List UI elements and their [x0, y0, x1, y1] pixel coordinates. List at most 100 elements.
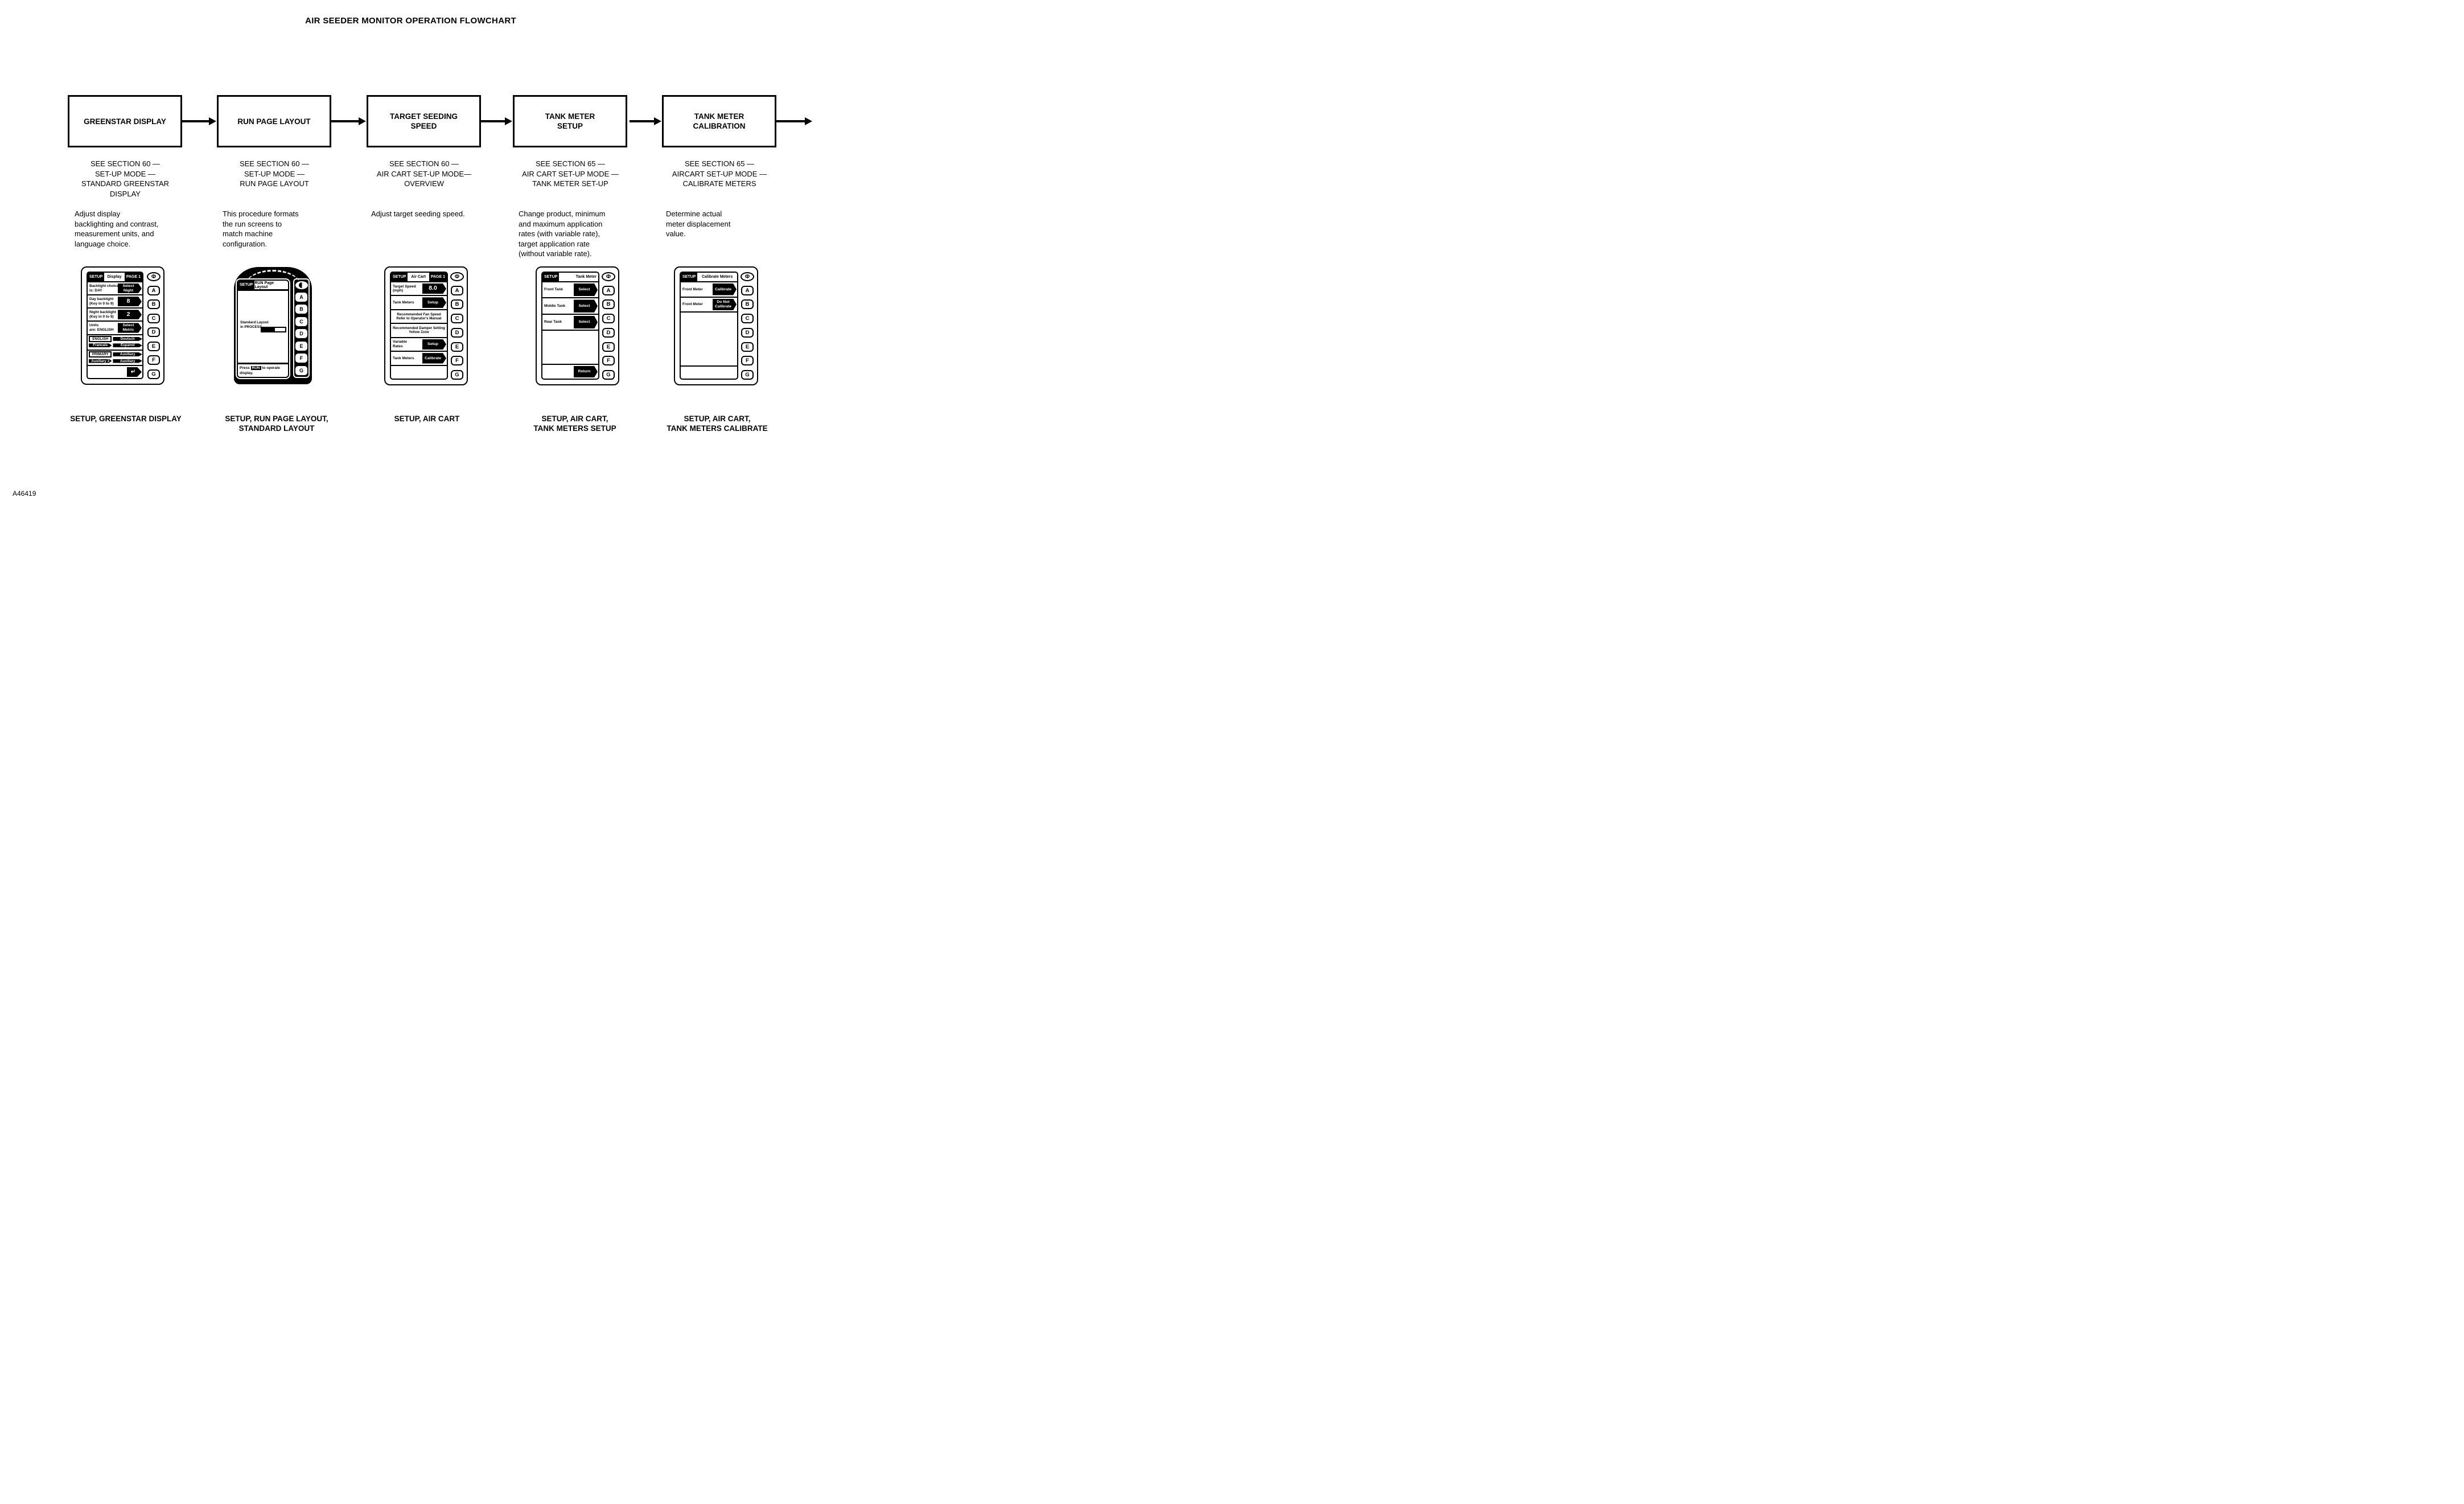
row-label: Night backlight (Key in 0 to 9)	[89, 310, 116, 319]
section-ref-4: SEE SECTION 65 — AIR CART SET-UP MODE — …	[522, 159, 619, 188]
key-g: G	[602, 369, 615, 380]
row-label: Variable Rates	[393, 340, 407, 348]
row-note: Recommended Damper Setting Yellow Zone	[393, 326, 445, 335]
key-column: Φ A B C D E F G	[146, 272, 162, 379]
row-chip: Select Metric	[118, 323, 142, 333]
screen-row-f: Tank Meters Calibrate	[391, 352, 447, 366]
return-chip: Return	[574, 365, 598, 378]
flow-arrow-4-icon	[630, 117, 661, 125]
flow-arrow-2-icon	[331, 117, 366, 125]
device-caption-2: SETUP, RUN PAGE LAYOUT, STANDARD LAYOUT	[225, 414, 328, 433]
display-option: Auxiliary	[113, 352, 142, 356]
status-text: Standard Layout in PROCESS	[240, 320, 269, 329]
key-e: E	[602, 342, 615, 352]
key-f: F	[147, 355, 160, 365]
key-c: C	[451, 314, 463, 324]
screen-footer-row: Return	[542, 365, 598, 379]
key-b: B	[602, 299, 615, 310]
screen-title: Air Cart	[411, 275, 426, 279]
key-d: D	[451, 327, 463, 338]
key-d: D	[295, 329, 307, 339]
setup-chip: SETUP	[88, 273, 105, 281]
footer-text: to operate	[262, 366, 280, 370]
key-b: B	[295, 305, 307, 314]
monitor-setup-run-page-layout: SETUP RUN Page Layout Standard Layout in…	[234, 267, 312, 384]
screen-header: SETUP Display PAGE 1	[88, 273, 142, 282]
device-caption-4: SETUP, AIR CART, TANK METERS SETUP	[533, 414, 616, 433]
row-note: Recommended Fan Speed Refer to Operator'…	[396, 312, 442, 321]
description-4: Change product, minimum and maximum appl…	[519, 209, 606, 258]
power-icon: Φ	[147, 272, 161, 281]
page-chip: PAGE 1	[429, 273, 447, 281]
key-d: D	[741, 327, 754, 338]
contrast-icon	[295, 281, 308, 289]
key-a: A	[602, 285, 615, 295]
key-column: Φ A B C D E F G	[600, 272, 616, 380]
language-option: Deutsch	[113, 336, 142, 341]
key-b: B	[147, 299, 160, 310]
key-f: F	[741, 356, 754, 366]
screen-footer-row	[681, 367, 737, 379]
flow-box-target-seeding-speed: TARGET SEEDING SPEED	[367, 95, 481, 147]
row-label: Tank Meters	[393, 356, 414, 360]
screen-row-b: Front Meter Do Not Calibrate	[681, 298, 737, 313]
monitor-screen: SETUP RUN Page Layout Standard Layout in…	[237, 280, 289, 378]
figure-code: A46419	[13, 490, 36, 498]
screen-row-d: Recommended Damper Setting Yellow Zone	[391, 324, 447, 338]
screen-row-b: Tank Meters Setup	[391, 296, 447, 310]
monitor-setup-display: SETUP Display PAGE 1 Backlight choice is…	[81, 266, 164, 385]
footer-text: Press	[240, 366, 250, 370]
section-ref-1: SEE SECTION 60 — SET-UP MODE — STANDARD …	[81, 159, 170, 198]
screen-header: SETUP Calibrate Meters	[681, 273, 737, 282]
row-label: Day backlight (Key in 0 to 9)	[89, 297, 114, 306]
screen-row-d: Units are: ENGLISH Select Metric	[88, 322, 142, 335]
row-chip: Do Not Calibrate	[713, 298, 737, 311]
language-option: Francais	[89, 343, 112, 348]
screen-header: SETUP Air Cart PAGE 1	[391, 273, 447, 282]
row-chip: Select Night	[118, 283, 142, 294]
page-title: AIR SEEDER MONITOR OPERATION FLOWCHART	[305, 16, 516, 26]
flow-box-label: RUN PAGE LAYOUT	[237, 117, 311, 126]
language-option: Espanol	[113, 343, 142, 348]
screen-row-c: Rear Tank Select	[542, 315, 598, 331]
screen-row-a: Front Tank Select	[542, 282, 598, 299]
screen-title: Tank Meter	[575, 275, 597, 279]
flow-arrow-5-icon	[776, 117, 812, 125]
key-e: E	[451, 342, 463, 352]
screen-title: RUN Page Layout	[254, 281, 274, 289]
flow-box-run-page-layout: RUN PAGE LAYOUT	[217, 95, 331, 147]
progress-fill	[262, 328, 275, 331]
flow-box-label: TANK METER SETUP	[545, 112, 595, 130]
screen-empty-area	[681, 313, 737, 367]
row-chip: Calibrate	[713, 283, 737, 295]
device-caption-5: SETUP, AIR CART, TANK METERS CALIBRATE	[667, 414, 768, 433]
screen-row-b: Middle Tank Select	[542, 298, 598, 315]
device-caption-1: SETUP, GREENSTAR DISPLAY	[70, 414, 182, 423]
screen-row-f-display-grid: PRIMARY Auxiliary Auxiliary 3 Auxiliary	[88, 351, 142, 366]
display-option: Auxiliary 3	[89, 359, 112, 363]
monitor-screen: SETUP Calibrate Meters Front Meter Calib…	[680, 272, 738, 380]
run-key-chip: RUN	[250, 366, 261, 370]
description-2: This procedure formats the run screens t…	[223, 209, 299, 248]
screen-title: Display	[107, 275, 122, 279]
key-b: B	[741, 299, 754, 310]
row-chip: Setup	[422, 339, 446, 350]
setup-chip: SETUP	[238, 281, 255, 289]
row-label: Backlight choice is: DAY	[89, 284, 119, 293]
setup-chip: SETUP	[542, 273, 560, 281]
description-3: Adjust target seeding speed.	[371, 209, 465, 218]
key-c: C	[741, 314, 754, 324]
screen-row-e: Variable Rates Setup	[391, 338, 447, 352]
key-b: B	[451, 299, 463, 310]
key-c: C	[295, 317, 307, 326]
row-label: Middle Tank	[544, 303, 566, 308]
key-d: D	[147, 327, 160, 338]
key-e: E	[147, 341, 160, 351]
monitor-screen: SETUP Display PAGE 1 Backlight choice is…	[87, 272, 143, 379]
key-column: Φ A B C D E F G	[449, 272, 465, 380]
device-caption-3: SETUP, AIR CART	[394, 414, 460, 423]
monitor-setup-tank-meter: SETUP Tank Meter Front Tank Select Middl…	[536, 266, 619, 385]
screen-row-a: Front Meter Calibrate	[681, 282, 737, 298]
screen-title: Calibrate Meters	[701, 275, 733, 279]
screen-row-c: Night backlight (Key in 0 to 9) 2	[88, 309, 142, 322]
